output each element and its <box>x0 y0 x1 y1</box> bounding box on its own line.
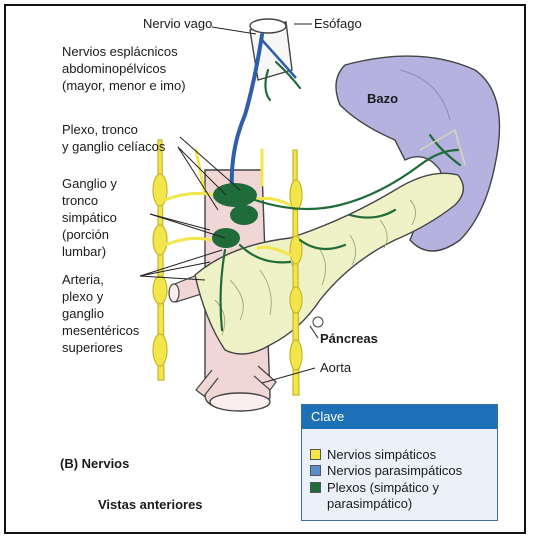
legend-label-plexus: Plexos (simpático y <box>327 480 439 495</box>
label-mesenteric-1: Arteria, <box>62 272 104 287</box>
label-mesenteric-3: ganglio <box>62 306 104 321</box>
label-mesenteric-2: plexo y <box>62 289 104 304</box>
label-aorta: Aorta <box>320 360 352 375</box>
celiac-plexus <box>212 183 258 248</box>
swatch-plexus <box>310 482 321 493</box>
legend: Clave Nervios simpáticos Nervios parasim… <box>301 404 498 521</box>
vagus-nerve <box>229 33 264 192</box>
label-pancreas: Páncreas <box>320 331 378 346</box>
sympathetic-trunks <box>152 139 303 396</box>
label-celiac-2: y ganglio celíacos <box>62 139 166 154</box>
swatch-sympathetic <box>310 449 321 460</box>
swatch-parasympathetic <box>310 465 321 476</box>
spleen-shape <box>335 55 501 252</box>
label-esophagus: Esófago <box>314 16 362 31</box>
label-mesenteric-4: mesentéricos <box>62 323 140 338</box>
label-celiac-1: Plexo, tronco <box>62 122 138 137</box>
label-trunk-4: (porción <box>62 227 109 242</box>
legend-title: Clave <box>302 405 497 429</box>
label-vagus-nerve: Nervio vago <box>143 16 213 31</box>
label-trunk-2: tronco <box>62 193 99 208</box>
legend-label-plexus-2: parasimpático) <box>327 496 413 511</box>
label-trunk-1: Ganglio y <box>62 176 117 191</box>
label-mesenteric-5: superiores <box>62 340 123 355</box>
legend-label-parasympathetic: Nervios parasimpáticos <box>327 463 463 478</box>
label-splanchnic-3: (mayor, menor e imo) <box>62 78 186 93</box>
legend-label-sympathetic: Nervios simpáticos <box>327 447 437 462</box>
label-trunk-3: simpático <box>62 210 117 225</box>
leader-lines <box>139 23 319 384</box>
label-trunk-5: lumbar) <box>62 244 107 259</box>
pancreas-shape <box>194 172 464 355</box>
label-spleen: Bazo <box>367 91 399 106</box>
views-label: Vistas anteriores <box>98 497 203 512</box>
label-splanchnic-1: Nervios esplácnicos <box>62 44 178 59</box>
label-splanchnic-2: abdominopélvicos <box>62 61 167 76</box>
panel-label: (B) Nervios <box>60 456 130 471</box>
